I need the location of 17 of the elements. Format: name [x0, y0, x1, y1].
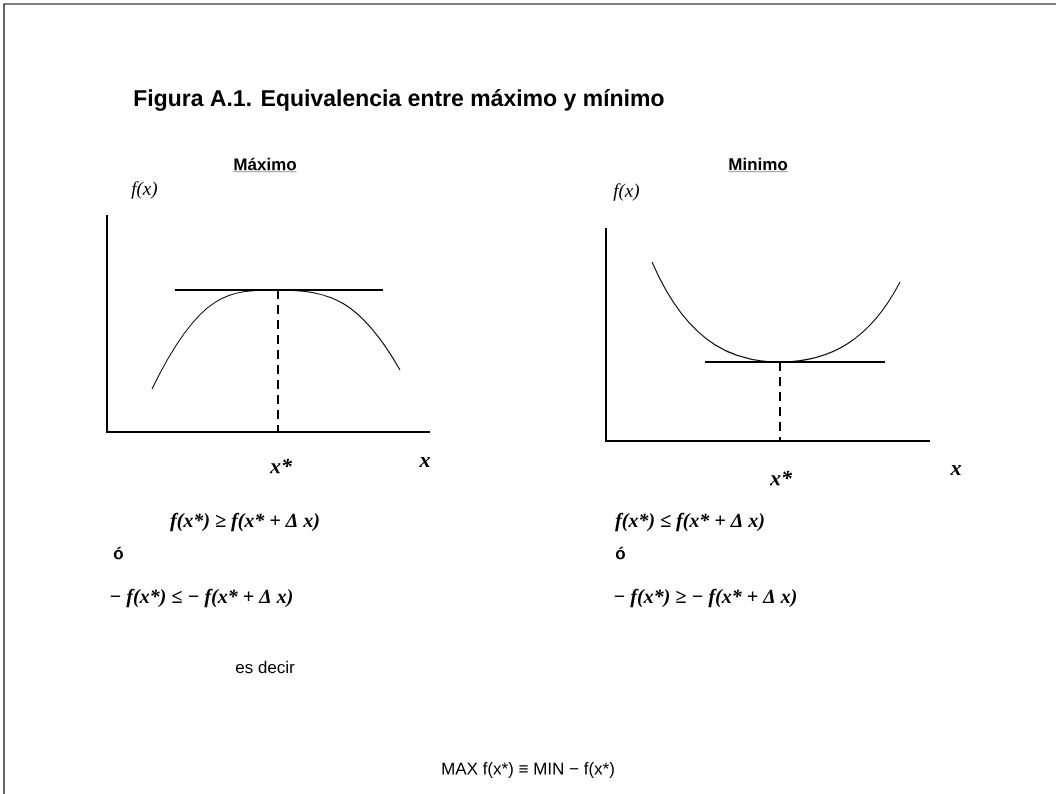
- axis-label: f(x): [131, 181, 157, 199]
- inequality: f(x*) ≥ f(x* + Δ x): [170, 512, 319, 532]
- axis-label: x: [950, 464, 961, 476]
- panel-heading: Minimo: [728, 157, 788, 172]
- axis-label: f(x): [613, 183, 639, 201]
- inequality: f(x*) ≤ f(x* + Δ x): [615, 512, 764, 532]
- equivalence-formula: MAX f(x*) ≡ MIN − f(x*): [442, 762, 614, 778]
- inequality: − f(x*) ≤ − f(x* + Δ x): [110, 588, 293, 608]
- connector-text: es decir: [235, 660, 295, 674]
- inequality: − f(x*) ≥ − f(x* + Δ x): [614, 588, 797, 608]
- axis-label: x*: [769, 470, 793, 486]
- conjunction: ó: [615, 546, 625, 560]
- axis-label: x: [419, 456, 430, 468]
- panel-heading: Máximo: [233, 157, 297, 172]
- figure-title: Figura A.1. Equivalencia entre máximo y mínimo: [134, 89, 664, 111]
- conjunction: ó: [113, 546, 123, 560]
- axis-label: x*: [269, 458, 293, 474]
